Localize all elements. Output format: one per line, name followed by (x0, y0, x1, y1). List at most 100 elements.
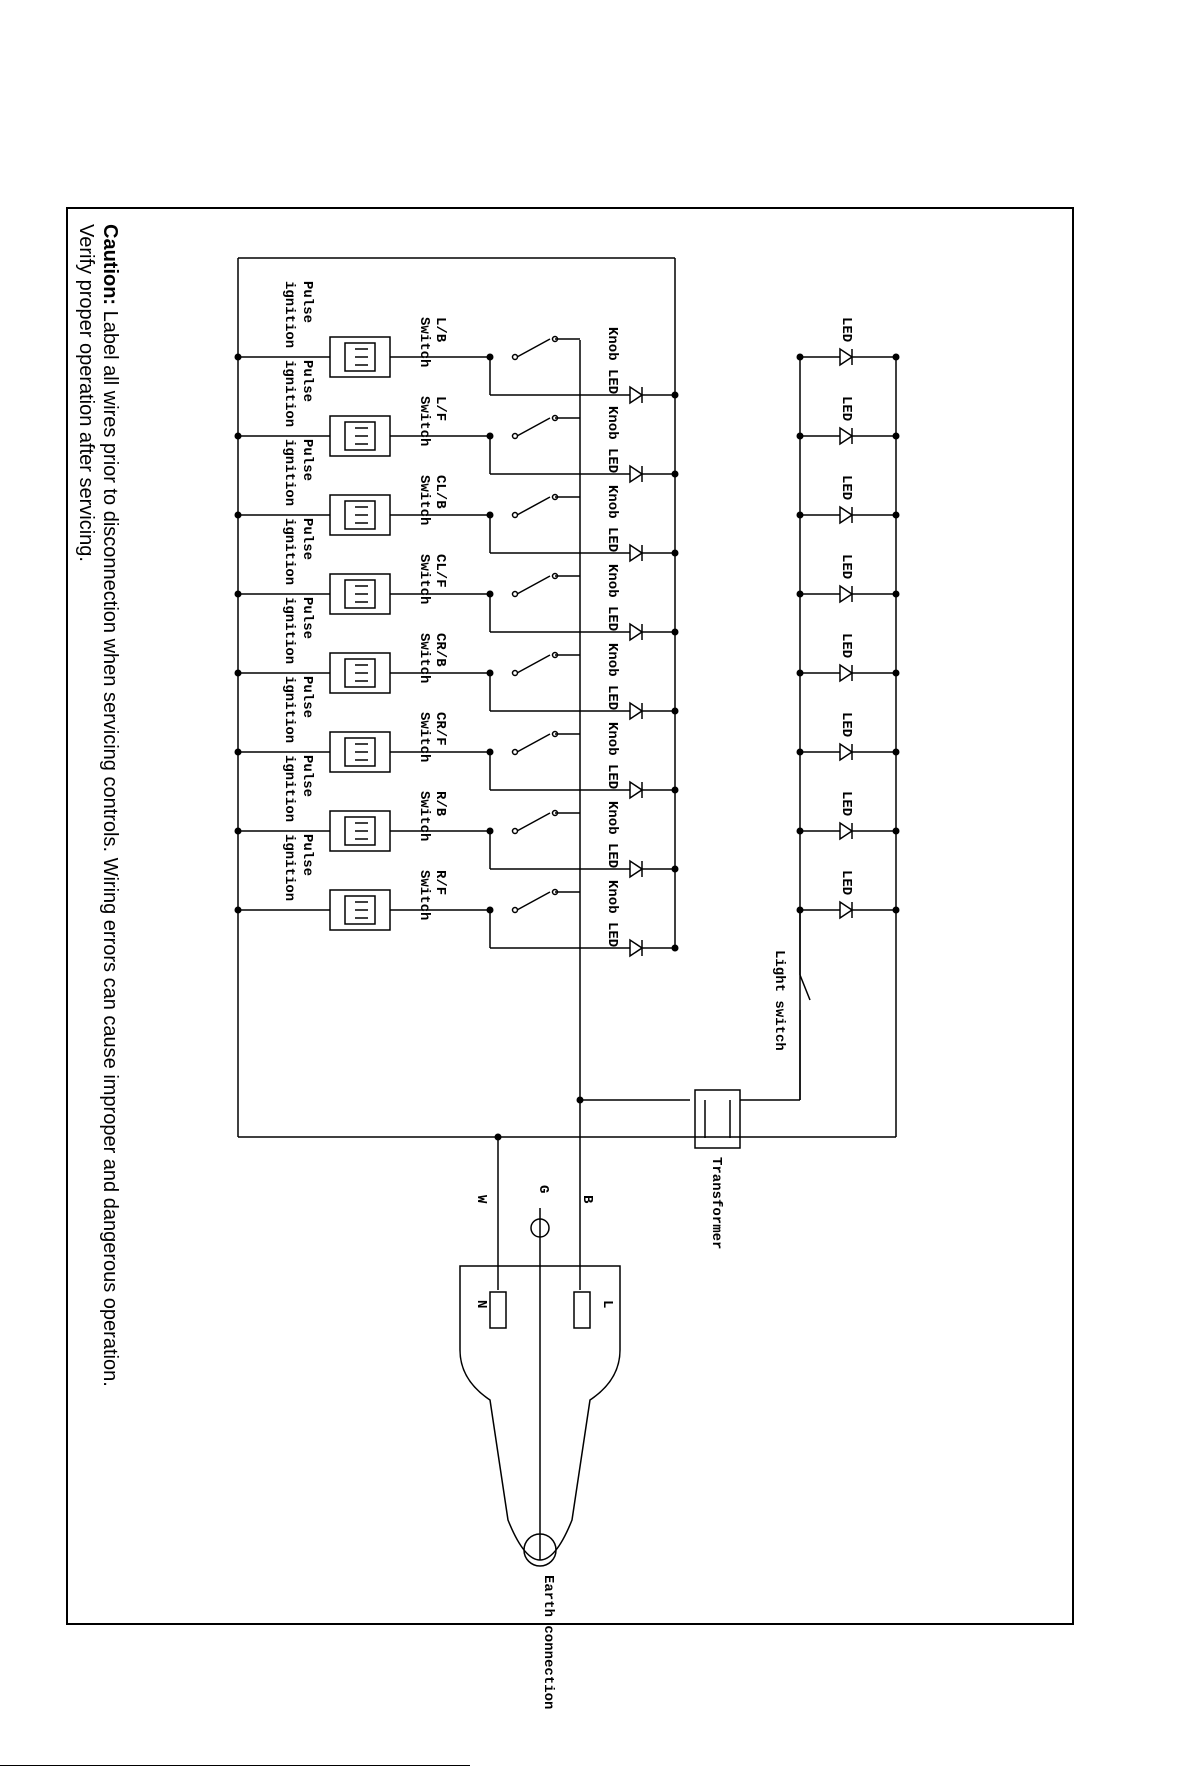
knob-led-label: Knob LED (604, 801, 620, 868)
ignition-label: ignition (281, 597, 297, 664)
led-diode (839, 900, 854, 920)
ignition-label: ignition (281, 676, 297, 743)
junction-dot (892, 432, 900, 440)
ignition-label: ignition (281, 281, 297, 348)
knob-led-label: Knob LED (604, 485, 620, 552)
ignition-label: ignition (281, 360, 297, 427)
wire-g-label: G (535, 1185, 551, 1193)
junction-dot (796, 827, 804, 835)
caution-line1: Label all wires prior to disconnection w… (99, 305, 121, 1387)
ignition-label: ignition (281, 439, 297, 506)
switch-contact (511, 906, 519, 914)
pulse-ignition-coil (344, 421, 376, 451)
junction-dot (671, 944, 679, 952)
switch-id-label: R/F (432, 870, 448, 895)
junction-dot (486, 432, 494, 440)
switch-word-label: Switch (416, 554, 432, 604)
junction-dot (576, 1096, 584, 1104)
led-label: LED (838, 317, 854, 342)
junction-dot (486, 511, 494, 519)
pulse-label: Pulse (299, 281, 315, 323)
led-label: LED (838, 791, 854, 816)
pulse-label: Pulse (299, 439, 315, 481)
led-diode (839, 584, 854, 604)
switch-id-label: CL/B (432, 475, 448, 509)
junction-dot (892, 511, 900, 519)
caution-line2: Verify proper operation after servicing. (75, 224, 97, 562)
ignition-label: ignition (281, 755, 297, 822)
caution-title: Caution: (99, 224, 121, 305)
knob-led-diode (629, 701, 644, 721)
switch-id-label: L/F (432, 396, 448, 421)
pulse-ignition-coil (344, 658, 376, 688)
switch-contact (511, 827, 519, 835)
pulse-label: Pulse (299, 597, 315, 639)
pulse-ignition-coil (344, 816, 376, 846)
led-label: LED (838, 633, 854, 658)
junction-dot (796, 590, 804, 598)
caution-note: Caution: Label all wires prior to discon… (75, 224, 121, 1387)
junction-dot (234, 669, 242, 677)
switch-blade (516, 812, 551, 832)
switch-contact (511, 590, 519, 598)
ground-symbol (530, 1218, 550, 1238)
junction-dot (494, 1133, 502, 1141)
neutral-terminal (489, 1291, 507, 1329)
knob-led-diode (629, 543, 644, 563)
knob-led-diode (629, 859, 644, 879)
wire-b-label: B (579, 1195, 595, 1204)
pulse-label: Pulse (299, 755, 315, 797)
pulse-label: Pulse (299, 676, 315, 718)
junction-dot (671, 391, 679, 399)
led-diode (839, 821, 854, 841)
led-diode (839, 742, 854, 762)
led-label: LED (838, 475, 854, 500)
ignition-label: ignition (281, 518, 297, 585)
led-diode (839, 663, 854, 683)
junction-dot (892, 748, 900, 756)
junction-dot (671, 786, 679, 794)
switch-blade (516, 496, 551, 516)
junction-dot (671, 628, 679, 636)
junction-dot (486, 669, 494, 677)
junction-dot (234, 827, 242, 835)
footer-rule (0, 1765, 470, 1766)
junction-dot (892, 827, 900, 835)
switch-id-label: CL/F (432, 554, 448, 588)
junction-dot (234, 590, 242, 598)
pulse-label: Pulse (299, 518, 315, 560)
switch-word-label: Switch (416, 396, 432, 446)
transformer-box (694, 1089, 741, 1149)
junction-dot (234, 353, 242, 361)
knob-led-diode (629, 938, 644, 958)
led-diode (839, 505, 854, 525)
led-label: LED (838, 870, 854, 895)
switch-blade (516, 575, 551, 595)
led-diode (839, 347, 854, 367)
junction-dot (671, 470, 679, 478)
pulse-ignition-coil (344, 895, 376, 925)
knob-led-label: Knob LED (604, 643, 620, 710)
switch-contact (511, 432, 519, 440)
knob-led-label: Knob LED (604, 327, 620, 394)
junction-dot (796, 353, 804, 361)
junction-dot (892, 906, 900, 914)
switch-word-label: Switch (416, 870, 432, 920)
pulse-ignition-coil (344, 579, 376, 609)
junction-dot (796, 906, 804, 914)
switch-id-label: R/B (432, 791, 448, 817)
light-switch-blade (799, 974, 811, 1001)
terminal-n-label: N (473, 1300, 489, 1308)
knob-led-diode (629, 780, 644, 800)
switch-word-label: Switch (416, 317, 432, 367)
switch-blade (516, 891, 551, 911)
wire-w-label: W (473, 1195, 489, 1204)
led-label: LED (838, 554, 854, 579)
led-label: LED (838, 712, 854, 737)
led-label: LED (838, 396, 854, 421)
knob-led-label: Knob LED (604, 880, 620, 947)
pulse-ignition-coil (344, 500, 376, 530)
junction-dot (486, 353, 494, 361)
line-terminal (573, 1291, 591, 1329)
